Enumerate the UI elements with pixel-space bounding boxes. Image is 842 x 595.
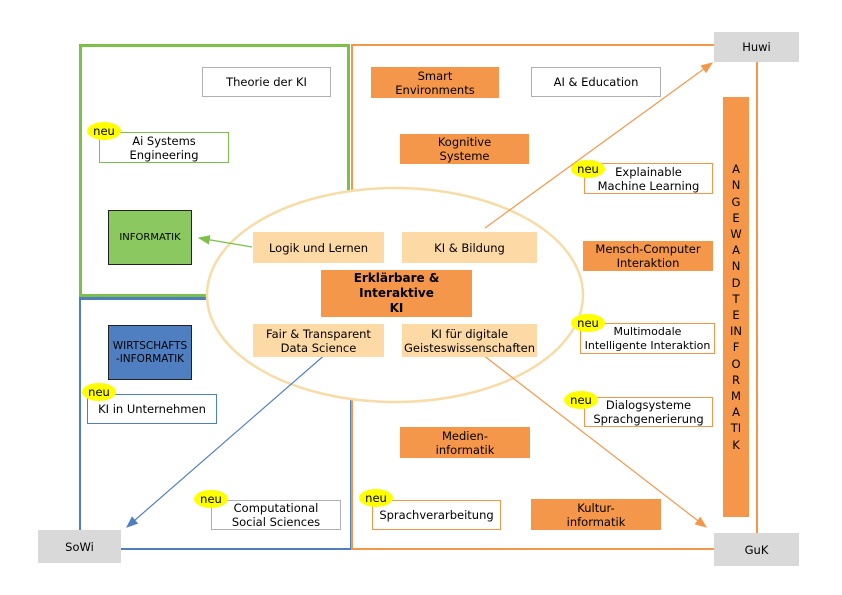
ai-systems-engineering-box: Ai Systems Engineering: [99, 132, 229, 163]
kulturinformatik-box: Kultur- informatik: [531, 499, 661, 530]
neu-badge-ai-systems: neu: [87, 122, 121, 140]
wirtschaftsinformatik-core-box: WIRTSCHAFTS -INFORMATIK: [108, 325, 192, 380]
corner-guk: GuK: [714, 533, 799, 566]
arrow-to-informatik: [197, 235, 253, 248]
sprachverarbeitung-box: Sprachverarbeitung: [372, 500, 501, 530]
computational-social-sciences-box: Computational Social Sciences: [211, 500, 341, 530]
angewandte-informatik-label: ANGEWANDTE INFORMATIK: [723, 97, 749, 517]
neu-badge-ki-unternehmen: neu: [82, 383, 116, 401]
arrow-to-huwi: [484, 62, 713, 229]
logik-und-lernen-box: Logik und Lernen: [253, 232, 384, 263]
neu-badge-sprachverarbeitung: neu: [359, 489, 393, 507]
vertical-label-text: ANGEWANDTE INFORMATIK: [730, 162, 742, 452]
fair-transparent-data-science-box: Fair & Transparent Data Science: [253, 324, 384, 357]
mensch-computer-interaktion-box: Mensch-Computer Interaktion: [583, 241, 713, 271]
arrow-to-sowi: [126, 345, 336, 528]
erklaerbare-interaktive-ki-box: Erklärbare & Interaktive KI: [321, 270, 472, 317]
neu-badge-computational: neu: [194, 490, 228, 508]
explainable-ml-box: Explainable Machine Learning: [584, 163, 713, 194]
kognitive-systeme-box: Kognitive Systeme: [400, 134, 529, 164]
smart-environments-box: Smart Environments: [371, 67, 499, 98]
medieninformatik-box: Medien- informatik: [400, 427, 530, 458]
ai-education-box: AI & Education: [531, 67, 661, 97]
arrow-to-guk: [482, 354, 707, 528]
multimodale-interaktion-box: Multimodale Intelligente Interaktion: [580, 323, 715, 354]
informatik-core-box: INFORMATIK: [108, 210, 192, 265]
dialogsysteme-box: Dialogsysteme Sprachgenerierung: [584, 397, 713, 427]
theorie-der-ki-box: Theorie der KI: [202, 67, 331, 97]
ki-digitale-geisteswissenschaften-box: KI für digitale Geisteswissenschaften: [402, 324, 537, 357]
ki-und-bildung-box: KI & Bildung: [402, 232, 537, 263]
corner-huwi: Huwi: [714, 32, 799, 62]
corner-sowi: SoWi: [38, 530, 121, 563]
neu-badge-dialogsysteme: neu: [564, 391, 598, 409]
neu-badge-multimodale: neu: [571, 314, 605, 332]
neu-badge-explainable: neu: [571, 160, 605, 178]
